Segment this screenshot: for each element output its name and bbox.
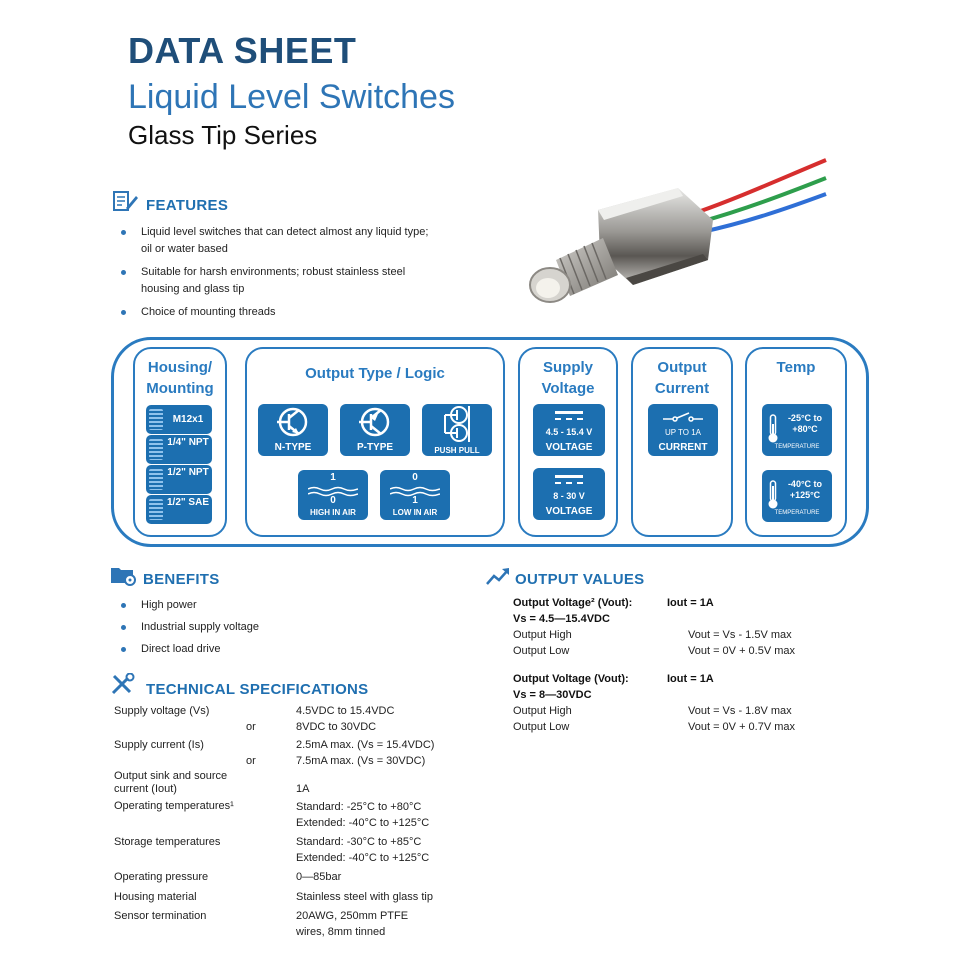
ov-row-label: Output Low — [513, 721, 570, 733]
spec-label: Sensor termination — [114, 910, 207, 922]
spec-value: Extended: -40°C to +125°C — [296, 817, 430, 829]
spec-value: 0—85bar — [296, 871, 342, 883]
high-in-air-tile: 1 0 HIGH IN AIR — [298, 470, 368, 520]
ov-row-value: Vout = Vs - 1.8V max — [688, 705, 792, 717]
dc-symbol-icon — [555, 411, 583, 420]
benefits-list: High power Industrial supply voltage Dir… — [116, 597, 416, 664]
thread-tile-half-sae: 1/2" SAE — [146, 495, 212, 524]
spec-label: Supply voltage (Vs) — [114, 705, 210, 717]
tools-icon — [111, 673, 135, 695]
ov-row-label: Output Low — [513, 645, 570, 657]
ov-row-label: Output High — [513, 705, 572, 717]
thread-tile-half-npt: 1/2" NPT — [146, 465, 212, 494]
supply-title: Supply Voltage — [541, 359, 595, 397]
thermometer-icon — [768, 480, 778, 509]
spec-or: or — [246, 755, 256, 767]
spec-label: Housing material — [114, 891, 197, 903]
trend-up-icon — [486, 568, 509, 585]
tech-specs-heading: TECHNICAL SPECIFICATIONS — [146, 681, 369, 698]
thread-tile-m12: M12x1 — [146, 405, 212, 434]
doc-title: DATA SHEET — [128, 30, 357, 71]
spec-value: wires, 8mm tinned — [296, 926, 386, 938]
ov-title: Output Voltage² (Vout): — [513, 597, 633, 609]
feature-item: Liquid level switches that can detect al… — [116, 224, 496, 258]
ov-title: Output Voltage (Vout): — [513, 673, 629, 685]
product-image — [529, 158, 827, 303]
thread-icon — [149, 469, 163, 490]
spec-label: Output sink and source — [114, 770, 228, 782]
output-type-title: Output Type / Logic — [305, 365, 445, 382]
ov-row-label: Output High — [513, 629, 572, 641]
thread-icon — [149, 409, 163, 430]
ov-row-value: Vout = 0V + 0.7V max — [688, 721, 796, 733]
spec-value: 1A — [296, 783, 310, 795]
benefit-item: High power — [116, 597, 416, 614]
feature-item: Suitable for harsh environments; robust … — [116, 264, 496, 298]
thread-tile-quarter-npt: 1/4" NPT — [146, 435, 212, 464]
spec-value: Extended: -40°C to +125°C — [296, 852, 430, 864]
n-type-tile: N-TYPE — [258, 404, 328, 456]
spec-value: Standard: -25°C to +80°C — [296, 801, 422, 813]
doc-subtitle: Liquid Level Switches — [128, 78, 455, 116]
spec-value: 7.5mA max. (Vs = 30VDC) — [296, 755, 426, 767]
push-pull-icon — [444, 406, 470, 442]
spec-label: Operating temperatures¹ — [114, 800, 234, 812]
doc-series: Glass Tip Series — [128, 120, 318, 150]
ov-row-value: Vout = Vs - 1.5V max — [688, 629, 792, 641]
thread-icon — [149, 439, 163, 460]
supply-tile-low: 4.5 - 15.4 V VOLTAGE — [533, 404, 605, 456]
temp-range: -40°C to +125°C — [787, 479, 823, 500]
housing-title: Housing/ Mounting — [146, 359, 214, 397]
spec-value: 8VDC to 30VDC — [296, 721, 377, 733]
spec-label: Storage temperatures — [114, 836, 221, 848]
spec-or: or — [246, 721, 256, 733]
supply-tile-high: 8 - 30 V VOLTAGE — [533, 468, 605, 520]
dc-symbol-icon — [555, 475, 583, 484]
benefits-folder-icon — [111, 568, 136, 586]
low-in-air-tile: 0 1 LOW IN AIR — [380, 470, 450, 520]
current-title: Output Current — [654, 359, 710, 397]
thermometer-icon — [768, 414, 778, 443]
feature-item: Choice of mounting threads — [116, 304, 496, 321]
spec-label: Supply current (Is) — [114, 739, 204, 751]
spec-value: Standard: -30°C to +85°C — [296, 836, 422, 848]
ov-vs: Vs = 8—30VDC — [513, 689, 592, 701]
spec-value: 20AWG, 250mm PTFE — [296, 910, 409, 922]
temp-title: Temp — [776, 359, 816, 376]
ov-row-value: Vout = 0V + 0.5V max — [688, 645, 796, 657]
thread-icon — [149, 499, 163, 520]
features-list: Liquid level switches that can detect al… — [116, 224, 496, 327]
p-type-tile: P-TYPE — [340, 404, 410, 456]
features-heading: FEATURES — [146, 197, 229, 214]
switch-icon — [663, 412, 703, 422]
output-values-heading: OUTPUT VALUES — [515, 571, 645, 588]
liquid-wave-icon — [390, 486, 440, 497]
spec-value: Stainless steel with glass tip — [296, 891, 433, 903]
ov-vs: Vs = 4.5—15.4VDC — [513, 613, 610, 625]
features-doc-icon — [113, 191, 138, 211]
temp-range: -25°C to +80°C — [787, 413, 823, 434]
npn-transistor-icon — [277, 407, 308, 437]
temp-tile-standard: -25°C to +80°C TEMPERATURE — [762, 404, 832, 456]
ov-iout: Iout = 1A — [667, 597, 714, 609]
pnp-transistor-icon — [359, 407, 390, 437]
push-pull-tile: PUSH PULL — [422, 404, 492, 456]
benefit-item: Direct load drive — [116, 641, 416, 658]
current-tile: UP TO 1A CURRENT — [648, 404, 718, 456]
spec-label: Operating pressure — [114, 871, 209, 883]
spec-label: current (Iout) — [114, 783, 177, 795]
temp-tile-extended: -40°C to +125°C TEMPERATURE — [762, 470, 832, 522]
liquid-wave-icon — [308, 486, 358, 497]
spec-value: 2.5mA max. (Vs = 15.4VDC) — [296, 739, 435, 751]
benefit-item: Industrial supply voltage — [116, 619, 416, 636]
spec-value: 4.5VDC to 15.4VDC — [296, 705, 395, 717]
benefits-heading: BENEFITS — [143, 571, 220, 588]
ov-iout: Iout = 1A — [667, 673, 714, 685]
